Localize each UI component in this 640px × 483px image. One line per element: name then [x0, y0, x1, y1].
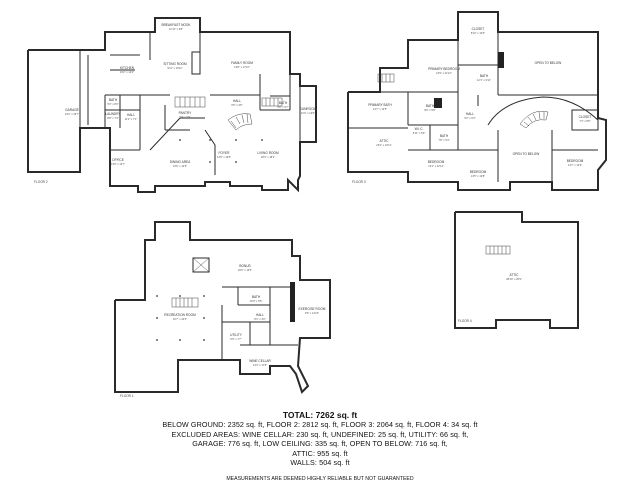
room-label: BATH — [279, 101, 288, 105]
room-dims: 7'4" x 8'5" — [579, 119, 590, 123]
room-label: FAMILY ROOM — [231, 61, 253, 65]
room-dims: 11'0" x 13'9" — [301, 111, 315, 115]
room-label: HALL — [127, 113, 135, 117]
room-label: BEDROOM — [567, 159, 584, 163]
room-dims: 13'5" x 13'8" — [471, 174, 485, 178]
floor-plan-floor-3: PRIMARY BEDROOM 16'9" x 21'10" CLOSET 8'… — [347, 11, 607, 191]
room-label: SUNROOM — [300, 107, 317, 111]
room-label: BONUS — [239, 264, 250, 268]
room-dims: 8'8" x 7'3" — [107, 116, 118, 120]
room-dims: 8'1" x 3'0" — [254, 317, 265, 321]
room-label: UTILITY — [230, 333, 243, 337]
room-label: PANTRY — [179, 111, 193, 115]
total-area: TOTAL: 7262 sq. ft — [282, 410, 358, 420]
room-label: LIVING ROOM — [257, 151, 279, 155]
room-dims: 11'2" x 7'1" — [125, 117, 138, 121]
room-label: GARAGE — [65, 108, 79, 112]
room-label: BATH — [480, 74, 489, 78]
room-dims: 5'8" x 5'7" — [277, 105, 288, 109]
excluded-areas-line-2: GARAGE: 776 sq. ft, LOW CEILING: 335 sq.… — [192, 439, 448, 448]
room-dims: 32'7" x 44'3" — [173, 317, 187, 321]
room-dims: 29'3" x 16'5" — [238, 268, 252, 272]
room-label: KITCHEN — [120, 66, 135, 70]
room-dims: 10'0" x 5'5" — [250, 299, 263, 303]
room-label: PRIMARY BATH — [368, 103, 392, 107]
floor-label: FLOOR 1 — [120, 394, 134, 398]
room-dims: 8'10" x 10'6" — [471, 31, 485, 35]
floor-plan-floor-2: GARAGE 23'2" x 33'7" KITCHEN 19'2" x 14'… — [27, 17, 317, 193]
floor-label: FLOOR 2 — [34, 180, 48, 184]
room-dims: 12'1" x 12'11" — [428, 164, 444, 168]
room-dims: 16'9" x 21'10" — [436, 71, 452, 75]
room-dims: 12'11" x 9'8" — [169, 27, 183, 31]
room-label: HALL — [256, 313, 264, 317]
room-label: ATTIC — [380, 139, 390, 143]
room-dims: 38'10" x 26'9" — [506, 277, 522, 281]
room-dims: 6'9" x 7'7" — [230, 337, 241, 341]
room-dims: 13'0" x 13'7" — [111, 162, 125, 166]
room-label: DINING AREA — [170, 160, 191, 164]
room-label: BEDROOM — [428, 160, 445, 164]
room-dims: 5'4" x 5'9" — [179, 115, 190, 119]
room-dims: 14'7" x 13'5" — [373, 107, 387, 111]
room-label: OPEN TO BELOW — [535, 61, 562, 65]
floor-areas-line: BELOW GROUND: 2352 sq. ft, FLOOR 2: 2812… — [162, 420, 478, 429]
room-dims: 19'2" x 14'4" — [120, 70, 134, 74]
floor-label: FLOOR 3 — [352, 180, 366, 184]
floor-plan-floor-4: ATTIC 38'10" x 26'9" FLOOR 4 — [454, 211, 579, 329]
room-dims: 5'2" x 6'4" — [464, 116, 475, 120]
excluded-areas-line: EXCLUDED AREAS: WINE CELLAR: 230 sq. ft,… — [171, 429, 469, 439]
room-label: FOYER — [219, 151, 231, 155]
room-dims: 23'2" x 33'7" — [65, 112, 79, 116]
room-label: OPEN TO BELOW — [513, 152, 540, 156]
room-dims: 8'0" x 5'8" — [424, 108, 435, 112]
area-summary: TOTAL: 7262 sq. ft BELOW GROUND: 2352 sq… — [0, 410, 640, 483]
room-label: RECREATION ROOM — [164, 313, 196, 317]
room-label: PRIMARY BEDROOM — [428, 67, 460, 71]
room-dims: 6'5" x 3'5" — [231, 103, 242, 107]
room-label: CLOSET — [579, 115, 592, 119]
room-label: WINE CELLAR — [249, 359, 271, 363]
room-label: OFFICE — [112, 158, 124, 162]
attic-area-line: ATTIC: 955 sq. ft — [292, 448, 348, 458]
room-dims: 16'6" x 14'5" — [173, 164, 187, 168]
disclaimer: MEASUREMENTS ARE DEEMED HIGHLY RELIABLE … — [226, 475, 414, 482]
room-dims: 5'3" x 8'3" — [107, 102, 118, 106]
room-dims: 9'11" x 16'11" — [167, 66, 182, 70]
room-dims: 23'2" x 13'11" — [376, 143, 392, 147]
room-label: SITTING ROOM — [163, 62, 187, 66]
floor-plan-floor-1: BONUS 29'3" x 16'5" RECREATION ROOM 32'7… — [114, 221, 331, 398]
room-label: W.I.C. — [415, 127, 424, 131]
room-label: ATTIC — [510, 273, 520, 277]
room-dims: 9'6" x 13'10" — [305, 311, 319, 315]
room-label: LAUNDRY — [105, 112, 121, 116]
room-dims: 18'3" x 18'1" — [261, 155, 275, 159]
room-label: CLOSET — [472, 27, 485, 31]
room-dims: 13'7" x 14'6" — [568, 163, 582, 167]
room-label: BATH — [109, 98, 118, 102]
room-dims: 5'11" x 5'9" — [413, 131, 426, 135]
room-label: BATH — [252, 295, 261, 299]
floor-label: FLOOR 4 — [458, 319, 472, 323]
room-dims: 14'4" x 17'8" — [253, 363, 267, 367]
room-label: BATH — [426, 104, 435, 108]
room-label: BATH — [440, 134, 449, 138]
room-label: EXERCISE ROOM — [299, 307, 326, 311]
room-dims: 19'8" x 17'10" — [234, 65, 250, 69]
room-label: HALL — [233, 99, 241, 103]
room-label: BREAKFAST NOOK — [162, 23, 192, 27]
room-dims: 14'5" x 19'5" — [217, 155, 231, 159]
walls-area-line: WALLS: 504 sq. ft — [290, 458, 350, 467]
room-label: HALL — [466, 112, 474, 116]
room-dims: 7'8" x 5'4" — [438, 138, 449, 142]
room-label: BEDROOM — [470, 170, 487, 174]
room-dims: 12'1" x 9'11" — [477, 78, 491, 82]
